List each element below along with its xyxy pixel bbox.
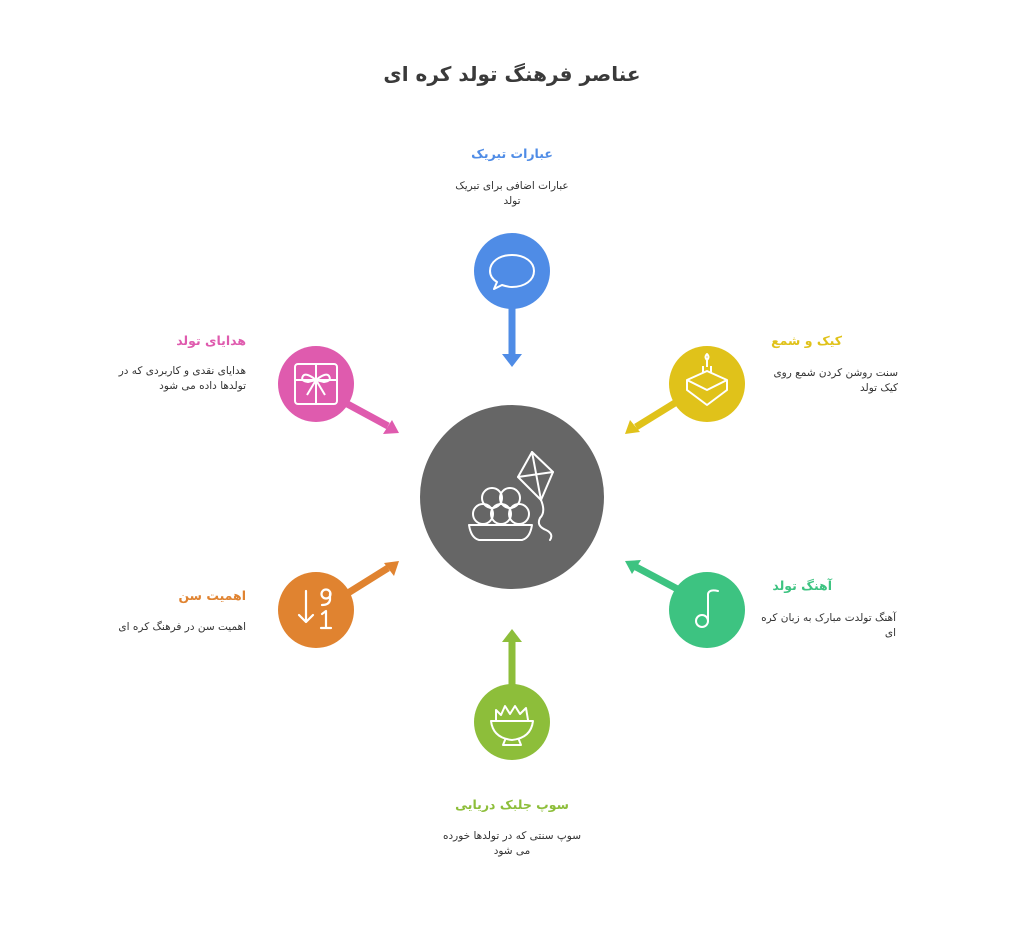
node-circle-cake — [669, 346, 745, 422]
node-desc-cake: سنت روشن کردن شمع روی کیک تولد — [773, 367, 898, 394]
node-circle-soup — [474, 684, 550, 760]
speech-bubble-icon — [489, 254, 535, 290]
rice-cakes-kite-icon — [468, 451, 554, 541]
sort-numbers-icon — [297, 588, 333, 630]
connector-song — [625, 560, 685, 596]
center-node — [420, 405, 604, 589]
node-circle-age — [278, 572, 354, 648]
node-desc-gifts: هدایای نقدی و کاربردی که در تولدها داده … — [118, 365, 246, 392]
node-title-gifts: هدایای تولد — [176, 333, 246, 348]
node-circle-gifts — [278, 346, 354, 422]
node-title-soup: سوپ جلبک دریایی — [455, 797, 569, 812]
node-title-cake: کیک و شمع — [771, 333, 842, 348]
connector-soup — [502, 629, 522, 690]
connector-gifts — [338, 396, 399, 434]
node-desc-age: اهمیت سن در فرهنگ کره ای — [118, 621, 246, 633]
music-note-icon — [695, 589, 719, 628]
diagram-title: عناصر فرهنگ تولد کره ای — [383, 62, 641, 86]
node-title-song: آهنگ تولد — [772, 578, 832, 593]
node-title-greetings: عبارات تبریک — [471, 146, 553, 161]
node-desc-song: آهنگ تولدت مبارک به زبان کره ای — [761, 612, 896, 639]
node-desc-greetings: عبارات اضافی برای تبریک تولد — [455, 180, 569, 207]
soup-bowl-icon — [490, 705, 534, 746]
connector-cake — [625, 395, 685, 434]
connector-greetings — [502, 300, 522, 367]
node-title-age: اهمیت سن — [178, 588, 246, 603]
node-circle-greetings — [474, 233, 550, 309]
node-desc-soup: سوپ سنتی که در تولدها خورده می شود — [442, 830, 581, 857]
cake-candle-icon — [686, 353, 728, 406]
gift-box-icon — [294, 363, 338, 405]
node-circle-song — [669, 572, 745, 648]
